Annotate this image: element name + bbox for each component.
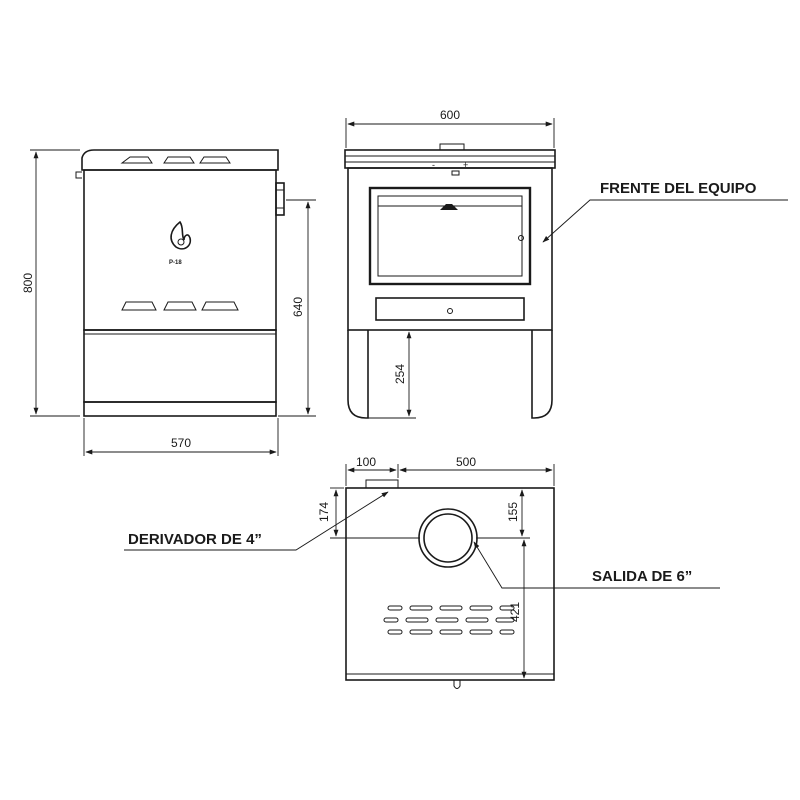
side-top-plate xyxy=(81,149,279,171)
side-body-lower xyxy=(83,329,277,403)
front-view: - + 600 254 FRENTE DEL EQUIPO xyxy=(344,108,788,419)
ash-drawer-knob[interactable] xyxy=(447,308,453,314)
side-base xyxy=(83,401,277,417)
damper-minus-sign: - xyxy=(432,160,435,170)
door-handle-knob[interactable] xyxy=(518,235,524,241)
side-lower-vent xyxy=(201,301,239,311)
outlet-callout-label: SALIDA DE 6” xyxy=(592,568,692,585)
side-cooktop-vent xyxy=(199,156,231,164)
top-offset-dim: 100 xyxy=(356,455,376,469)
side-view: P-18 800 640 570 xyxy=(21,149,316,456)
outlet-callout-leader xyxy=(473,541,720,589)
front-body xyxy=(347,167,553,331)
top-left-depth-dim: 174 xyxy=(317,502,331,522)
side-upper-height-dim: 640 xyxy=(291,297,305,317)
front-callout-leader xyxy=(542,199,788,243)
top-right-depth-dim: 155 xyxy=(506,502,520,522)
front-door xyxy=(368,186,532,286)
side-body-upper xyxy=(83,169,277,331)
top-width-dim: 500 xyxy=(456,455,476,469)
side-width-dim: 570 xyxy=(171,436,191,450)
front-leg-left xyxy=(347,330,369,419)
front-leg-right xyxy=(531,330,553,419)
flue-outlet-inner xyxy=(423,513,473,563)
side-cooktop-vent xyxy=(120,156,153,164)
front-top-plate xyxy=(344,149,556,169)
top-outlet-depth-dim: 421 xyxy=(508,602,522,622)
flame-logo-icon xyxy=(170,220,192,250)
damper-control[interactable] xyxy=(451,170,460,176)
side-rear-collar xyxy=(275,182,285,216)
side-lower-vent xyxy=(163,301,197,311)
ash-drawer xyxy=(375,297,525,321)
derivator-callout-label: DERIVADOR DE 4” xyxy=(128,531,262,548)
derivator-outlet xyxy=(365,479,399,489)
side-lower-vent xyxy=(121,301,157,311)
side-height-dim: 800 xyxy=(21,273,35,293)
front-legs-height-dim: 254 xyxy=(393,364,407,384)
model-label: P-18 xyxy=(169,260,182,266)
top-vent-slots xyxy=(383,605,515,635)
top-plate xyxy=(345,487,555,681)
damper-plus-sign: + xyxy=(463,160,468,170)
derivator-callout-leader xyxy=(124,491,389,551)
flue-outlet-outer xyxy=(418,508,478,568)
front-callout-label: FRENTE DEL EQUIPO xyxy=(600,180,757,197)
top-view: 100 500 174 155 421 DERIVADOR DE 4” SALI… xyxy=(124,455,720,689)
top-bottom-knob xyxy=(453,680,461,689)
front-width-dim: 600 xyxy=(440,108,460,122)
side-cooktop-vent xyxy=(163,156,195,164)
door-latch[interactable] xyxy=(440,204,458,210)
